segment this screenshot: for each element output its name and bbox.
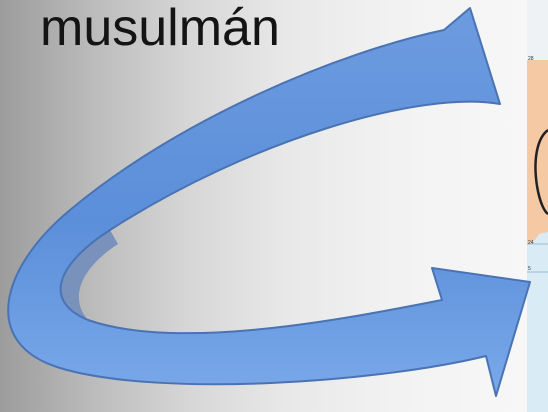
map-graphic: [527, 0, 548, 412]
map-label-5: 5: [528, 266, 531, 272]
arrow-body: [7, 7, 531, 397]
map-label-24: 24: [528, 240, 534, 246]
slide-title: musulmán: [40, 0, 280, 57]
map-top-band: [527, 0, 548, 60]
arrow-inner-fold: [60, 230, 118, 320]
map-outline-stroke: [534, 128, 548, 216]
map-label-28: 28: [528, 56, 534, 62]
map-image: 28 24 5: [527, 0, 548, 412]
